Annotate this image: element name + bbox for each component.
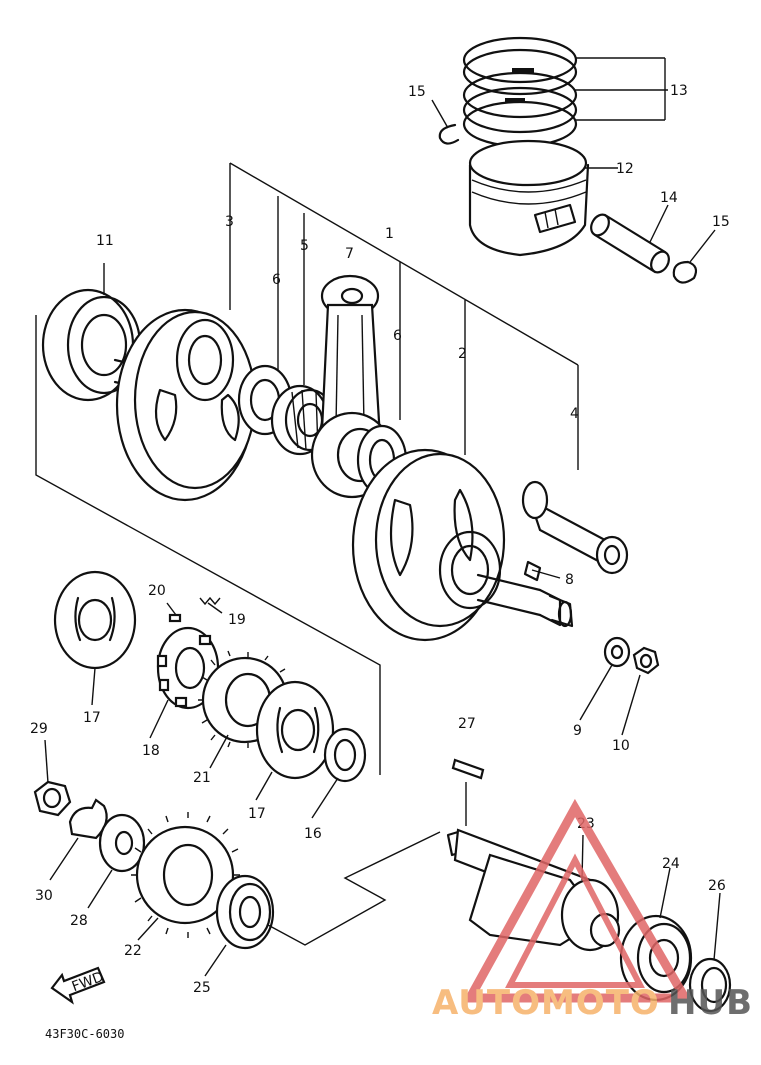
piston-rings [462,36,578,148]
part-label-8: 8 [565,572,574,588]
part-label-17b: 17 [248,806,266,822]
washer-and-nut [603,636,660,675]
left-crank-wheel [113,308,257,502]
watermark-triangle-inner-icon [505,853,645,988]
part-label-26: 26 [708,878,726,894]
woodruff-key [523,560,542,582]
lock-washer-18 [156,626,220,710]
watermark-text-hub: HUB [668,983,753,1023]
spring-and-pin [168,596,221,623]
nut-29 [33,780,72,817]
piston-pin [590,213,670,274]
part-label-14: 14 [660,190,678,206]
part-label-25: 25 [193,980,211,996]
part-label-15b: 15 [712,214,730,230]
lock-washer-30 [68,798,108,840]
assembly-bracket [35,162,579,775]
forward-arrow-icon: FWD [50,966,106,1005]
part-label-3: 3 [225,214,234,230]
part-label-30: 30 [35,888,53,904]
catalog-code: 43F30C-6030 [45,1027,124,1041]
balancer-shaft [446,828,621,952]
washer-16 [323,727,367,783]
part-label-4: 4 [570,406,579,422]
part-label-24: 24 [662,856,680,872]
part-label-6a: 6 [272,272,281,288]
part-label-11: 11 [96,233,114,249]
part-label-29: 29 [30,721,48,737]
part-label-6b: 6 [393,328,402,344]
part-label-12: 12 [616,161,634,177]
part-label-5: 5 [300,238,309,254]
part-label-19: 19 [228,612,246,628]
watermark-triangle-icon [462,798,693,1003]
fwd-label: FWD [70,969,106,995]
part-label-21: 21 [193,770,211,786]
piston [468,139,590,257]
part-label-9: 9 [573,723,582,739]
right-crank-wheel [351,448,574,642]
watermark-text: AUTOMOTO [432,983,660,1023]
watermark-logo: AUTOMOTO HUB [432,798,753,1023]
leader-lines-piston [431,57,716,263]
part-label-13: 13 [670,83,688,99]
part-label-28: 28 [70,913,88,929]
part-label-15a: 15 [408,84,426,100]
leader-lines [44,569,721,977]
circlip [438,123,698,284]
part-label-7: 7 [345,246,354,262]
part-label-27: 27 [458,716,476,732]
part-label-17a: 17 [83,710,101,726]
part-label-16: 16 [304,826,322,842]
plate-17-left [53,570,137,670]
key-27 [451,758,485,826]
part-label-20: 20 [148,583,166,599]
part-label-1: 1 [385,226,394,242]
part-label-18: 18 [142,743,160,759]
crankpin [521,480,629,575]
assembly-line-lower [267,831,441,946]
gear-22 [131,812,240,938]
seal-26 [688,957,732,1013]
bearing-25 [215,874,275,950]
part-label-2: 2 [458,346,467,362]
washer-28 [98,813,146,873]
part-label-22: 22 [124,943,142,959]
plate-17-right [255,680,335,780]
part-labels: 1 2 3 4 5 6 6 7 8 9 10 11 12 13 14 15 15… [30,83,730,996]
part-label-10: 10 [612,738,630,754]
